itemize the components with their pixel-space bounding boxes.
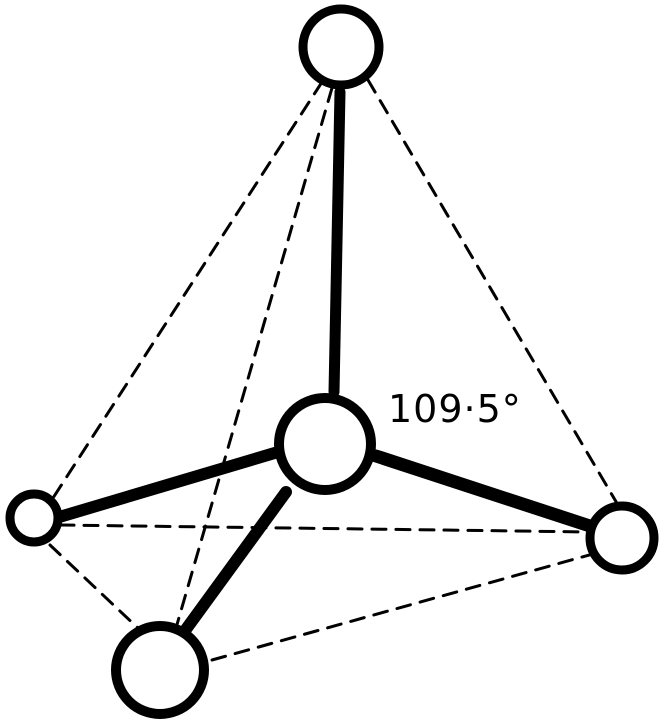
tetrahedron-edges xyxy=(40,78,620,662)
atom-right xyxy=(585,501,659,575)
edge-top-right xyxy=(366,78,620,507)
edge-left-front xyxy=(48,543,142,632)
bond-top xyxy=(328,86,346,398)
edge-top-front xyxy=(174,86,334,630)
atom-front xyxy=(111,621,209,719)
bond-right xyxy=(369,449,603,535)
edge-front-right xyxy=(210,550,602,662)
atoms xyxy=(5,4,659,719)
bond-angle-label: 109·5° xyxy=(388,387,522,431)
atom-left xyxy=(5,489,63,547)
bonds xyxy=(50,86,603,638)
edge-top-left xyxy=(40,80,324,517)
edge-left-right xyxy=(58,523,594,534)
atom-center xyxy=(274,393,376,495)
bond-front xyxy=(178,486,292,638)
atom-top xyxy=(298,4,384,90)
bond-left xyxy=(50,446,284,524)
